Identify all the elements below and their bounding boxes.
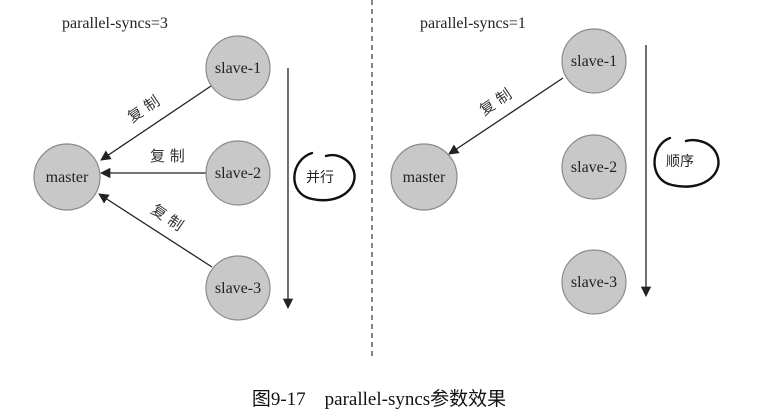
left-edge-slave-1 [100,85,212,161]
right-slave-3-label: slave-3 [571,274,617,291]
right-slave-2-label: slave-2 [571,159,617,176]
left-master-label: master [46,169,89,186]
right-slave-1-node: slave-1 [561,28,627,94]
right-master-node: master [390,143,458,211]
left-mode-label: 并行 [306,170,334,186]
left-mode-ring [293,151,356,202]
left-heading: parallel-syncs=3 [62,15,168,32]
right-panel: parallel-syncs=1 复 制 master slave-1 slav… [390,15,720,315]
right-slave-1-label: slave-1 [571,53,617,70]
left-slave-1-node: slave-1 [205,35,271,101]
right-slave-2-node: slave-2 [561,134,627,200]
left-edge-label-1: 复 制 [124,92,163,126]
left-slave-2-label: slave-2 [215,165,261,182]
left-slave-2-node: slave-2 [205,140,271,206]
left-slave-3-node: slave-3 [205,255,271,321]
right-mode-label: 顺序 [666,154,694,170]
left-edge-slave-3 [98,193,213,268]
left-slave-3-label: slave-3 [215,280,261,297]
right-edge-slave-1 [448,77,564,155]
right-heading: parallel-syncs=1 [420,15,526,32]
left-slave-1-label: slave-1 [215,60,261,77]
right-master-label: master [403,169,446,186]
left-edge-label-2: 复 制 [150,147,185,165]
left-panel: parallel-syncs=3 复 制 复 制 复 制 master slav… [33,15,356,321]
right-mode-ring [653,136,720,188]
left-master-node: master [33,143,101,211]
figure-caption: 图9-17 parallel-syncs参数效果 [252,388,506,410]
right-slave-3-node: slave-3 [561,249,627,315]
